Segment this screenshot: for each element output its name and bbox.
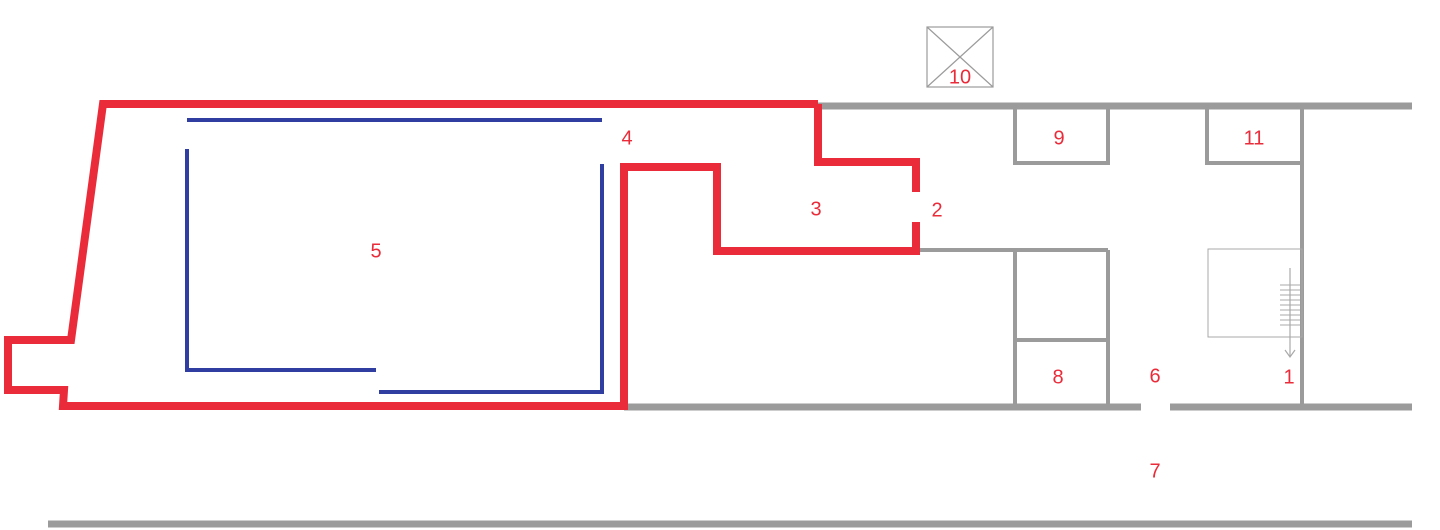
down-arrow-icon [1284,268,1296,359]
room-labels: 1 2 3 4 5 6 7 8 9 10 11 [370,66,1294,482]
building-walls [48,102,1412,528]
highlight-annex-outline [814,104,920,192]
room-9-wall [1013,106,1110,165]
label-8: 8 [1052,366,1063,388]
label-10: 10 [949,66,971,88]
interior-walls [918,106,1304,407]
label-1: 1 [1283,366,1294,388]
label-3: 3 [810,198,821,220]
label-5: 5 [370,240,381,262]
inner-left-line [185,149,376,372]
label-9: 9 [1053,127,1064,149]
inner-right-line [379,164,604,394]
highlight-main-outline [4,100,920,410]
cross-box-icon [926,26,994,88]
staircase [1207,248,1303,359]
inner-area-outline [185,118,604,394]
highlighted-area-outline [4,100,920,410]
label-4: 4 [621,127,632,149]
label-7: 7 [1149,460,1160,482]
label-2: 2 [931,199,942,221]
label-6: 6 [1149,365,1160,387]
label-11: 11 [1244,127,1265,149]
stair-box [1207,248,1303,338]
